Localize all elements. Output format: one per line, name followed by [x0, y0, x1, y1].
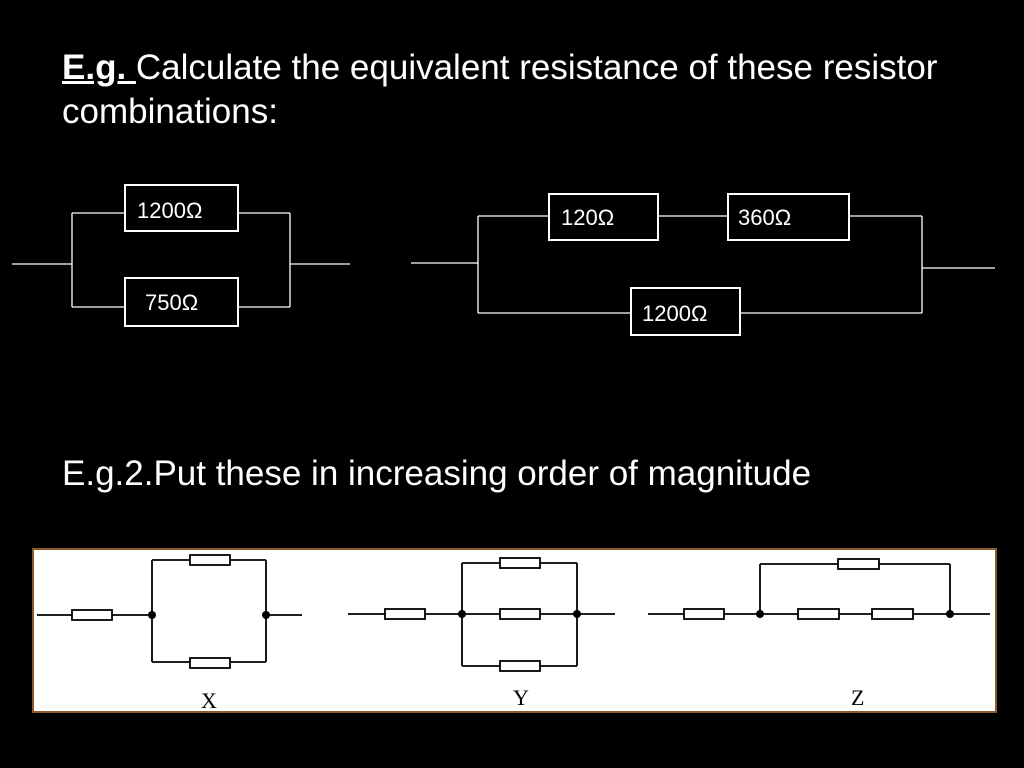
title-lead: E.g.	[62, 48, 136, 87]
circuit1-top-resistor-label: 1200Ω	[137, 198, 202, 223]
circuit-x-label: X	[201, 688, 217, 713]
question-two: E.g.2.Put these in increasing order of m…	[62, 454, 812, 493]
circuit2-bottom-resistor	[630, 287, 741, 336]
circuit-z-series-resistor	[683, 608, 725, 620]
circuit-y-middle-resistor	[499, 608, 541, 620]
circuit-2	[411, 193, 995, 336]
circuit-y-series-resistor	[384, 608, 426, 620]
circuit-z-top-resistor	[837, 558, 880, 570]
circuit-y-top-resistor	[499, 557, 541, 569]
circuit-z-middle-resistor-1	[797, 608, 840, 620]
circuit-z-middle-resistor-2	[871, 608, 914, 620]
circuit-1	[12, 184, 350, 327]
circuit2-top-left-resistor-label: 120Ω	[561, 205, 614, 230]
circuit-y-node-right	[573, 610, 581, 618]
circuit2-bottom-resistor-label: 1200Ω	[642, 301, 707, 326]
circuit-x-series-resistor	[71, 609, 113, 621]
slide-title: E.g. Calculate the equivalent resistance…	[62, 46, 962, 134]
circuit1-top-resistor	[124, 184, 239, 232]
circuit1-bottom-resistor-label: 750Ω	[145, 290, 198, 315]
circuit-y-label: Y	[513, 685, 529, 710]
circuit-z-node-left	[756, 610, 764, 618]
circuit-x-top-resistor	[189, 554, 231, 566]
circuit-x-node-left	[148, 611, 156, 619]
comparison-panel	[32, 548, 997, 713]
circuit1-bottom-resistor	[124, 277, 239, 327]
title-text: Calculate the equivalent resistance of t…	[62, 48, 938, 131]
circuit-z-label: Z	[851, 685, 864, 710]
circuit-z	[648, 558, 990, 620]
circuit2-top-right-resistor-label: 360Ω	[738, 205, 791, 230]
circuit-x-bottom-resistor	[189, 657, 231, 669]
circuit-y-node-left	[458, 610, 466, 618]
circuit-y-bottom-resistor	[499, 660, 541, 672]
circuit-x-node-right	[262, 611, 270, 619]
circuit2-top-right-resistor	[727, 193, 850, 241]
circuit2-top-left-resistor	[548, 193, 659, 241]
circuit-z-node-right	[946, 610, 954, 618]
circuit-x	[37, 554, 302, 669]
